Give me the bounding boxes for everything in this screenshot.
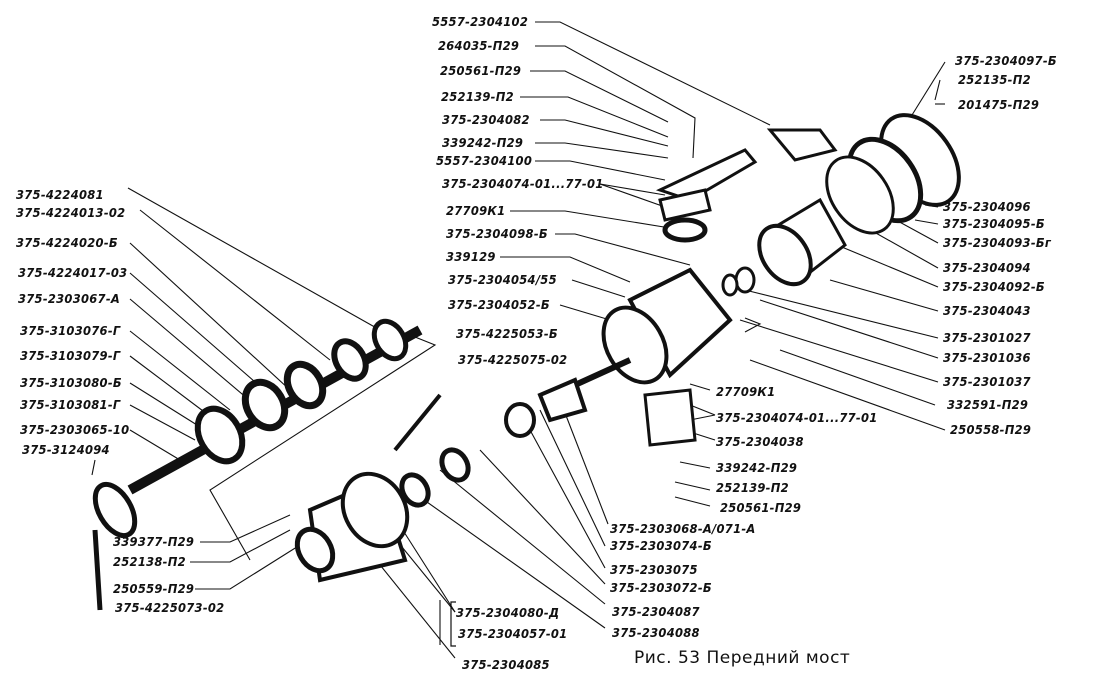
part-label: 375-2304074-01...77-01 (716, 410, 878, 425)
part-label: 264035-П29 (438, 38, 520, 53)
part-label: 27709К1 (716, 384, 776, 399)
part-label: 375-2304057-01 (458, 626, 568, 641)
part-label: 250559-П29 (113, 581, 195, 596)
part-label: 375-2304085 (462, 657, 550, 672)
part-label: 252135-П2 (958, 72, 1031, 87)
part-label: 201475-П29 (958, 97, 1040, 112)
part-label: 375-2304093-Бг (943, 235, 1052, 250)
part-label: 375-2304095-Б (943, 216, 1045, 231)
leader-lines (91, 21, 946, 659)
part-label: 375-2303074-Б (610, 538, 712, 553)
part-label: 375-3103080-Б (20, 375, 122, 390)
part-label: 375-2303075 (610, 562, 698, 577)
part-label: 375-3103076-Г (20, 323, 121, 338)
part-label: 375-2304054/55 (448, 272, 557, 287)
part-label: 375-4224020-Б (16, 235, 118, 250)
part-label: 250561-П29 (440, 63, 522, 78)
part-label: 375-2304092-Б (943, 279, 1045, 294)
part-label: 375-2301037 (943, 374, 1031, 389)
part-label: 375-2303065-10 (20, 422, 130, 437)
part-label: 375-2304098-Б (446, 226, 548, 241)
part-label: 375-2304097-Б (955, 53, 1057, 68)
part-label: 375-2303067-А (18, 291, 121, 306)
part-label: 375-4225075-02 (458, 352, 568, 367)
part-label: 339129 (446, 249, 496, 264)
part-label: 5557-2304102 (432, 14, 529, 29)
part-label: 375-2304038 (716, 434, 804, 449)
bracket (450, 601, 456, 647)
part-label: 375-4224013-02 (16, 205, 126, 220)
part-label: 339377-П29 (113, 534, 195, 549)
figure-caption: Рис. 53 Передний мост (634, 648, 851, 668)
part-label: 250558-П29 (950, 422, 1032, 437)
part-label: 375-2304043 (943, 303, 1031, 318)
part-label: 252138-П2 (113, 554, 186, 569)
part-label: 27709К1 (446, 203, 506, 218)
part-label: 375-2304082 (442, 112, 530, 127)
part-label: 375-3103079-Г (20, 348, 121, 363)
part-label: 339242-П29 (716, 460, 798, 475)
part-label: 375-2303072-Б (610, 580, 712, 595)
part-label: 375-4225073-02 (115, 600, 225, 615)
part-label: 375-2304096 (943, 199, 1031, 214)
part-label: 375-4224017-03 (18, 265, 128, 280)
part-label: 375-2304094 (943, 260, 1031, 275)
part-label: 375-2304052-Б (448, 297, 550, 312)
part-label: 375-2301036 (943, 350, 1031, 365)
part-label: 375-2301027 (943, 330, 1031, 345)
part-label: 375-2304074-01...77-01 (442, 176, 604, 191)
part-label: 375-2304088 (612, 625, 700, 640)
part-label: 252139-П2 (441, 89, 514, 104)
part-label: 375-2304087 (612, 604, 700, 619)
part-label: 375-4225053-Б (456, 326, 558, 341)
part-label: 5557-2304100 (436, 153, 533, 168)
part-label: 375-3103081-Г (20, 397, 121, 412)
part-label: 375-2304080-Д (456, 605, 560, 620)
part-label: 375-3124094 (22, 442, 110, 457)
part-label: 332591-П29 (947, 397, 1029, 412)
part-label: 339242-П29 (442, 135, 524, 150)
part-label: 250561-П29 (720, 500, 802, 515)
part-label: 375-4224081 (16, 187, 104, 202)
part-label: 252139-П2 (716, 480, 789, 495)
parts (92, 113, 961, 611)
part-label: 375-2303068-А/071-А (610, 521, 756, 536)
